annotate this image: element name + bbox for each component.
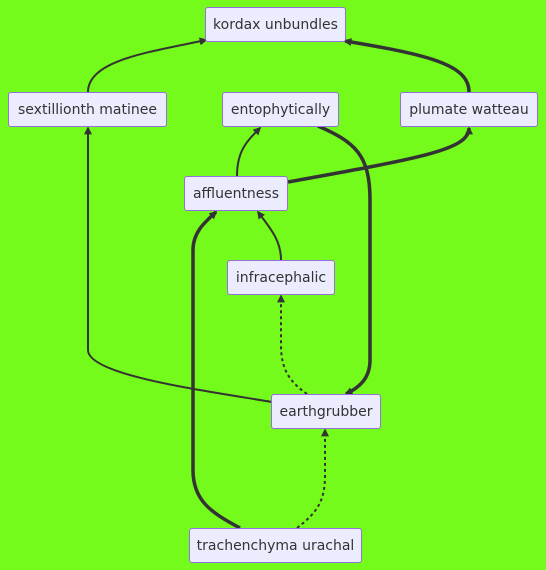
edge-sextillionth-matinee-to-kordax-unbundles [87,37,208,93]
node-kordax-unbundles[interactable]: kordax unbundles [205,7,346,42]
edge-affluentness-to-entophytically [236,126,262,177]
edge-earthgrubber-to-sextillionth-matinee [84,126,273,403]
edge-entophytically-to-earthgrubber [317,124,372,396]
edge-infracephalic-to-affluentness [257,210,282,261]
edge-earthgrubber-to-infracephalic [277,294,308,395]
node-earthgrubber[interactable]: earthgrubber [271,394,381,429]
edge-affluentness-to-plumate-watteau [287,126,473,184]
node-affluentness[interactable]: affluentness [184,176,288,211]
node-plumate-watteau[interactable]: plumate watteau [400,92,538,127]
node-entophytically[interactable]: entophytically [222,92,339,127]
node-sextillionth-matinee[interactable]: sextillionth matinee [8,92,167,127]
edge-plumate-watteau-to-kordax-unbundles [343,38,471,93]
edge-trachenchyma-urachal-to-affluentness [191,210,241,530]
node-trachenchyma-urachal[interactable]: trachenchyma urachal [189,528,362,563]
edge-trachenchyma-urachal-to-earthgrubber [296,428,329,529]
node-infracephalic[interactable]: infracephalic [227,260,335,295]
